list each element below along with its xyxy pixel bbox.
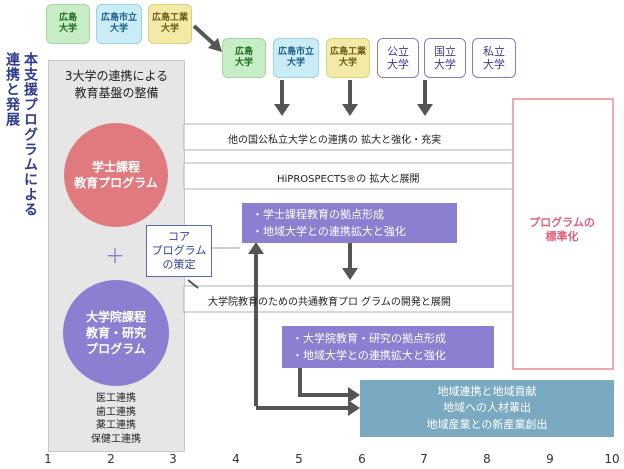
partner-chip-hiroshima-tech: 広島工業 大学 (326, 38, 370, 78)
chip-hiroshima-city-univ: 広島市立 大学 (96, 4, 142, 44)
axis-label-8: 8 (483, 452, 491, 466)
axis-label-10: 10 (604, 452, 620, 466)
partner-chip-hiroshima-city: 広島市立 大学 (273, 38, 319, 78)
banner-3-text: 大学院教育のための共通教育プロ グラムの開発と展開 (208, 297, 451, 308)
banner-1-text: 他の国公私立大学との連携の 拡大と強化・充実 (228, 135, 442, 146)
arrow-box2-to-regional (298, 368, 350, 397)
plus-sign: ＋ (105, 244, 125, 268)
undergrad-base-box: ・学士課程教育の拠点形成 ・地域大学との連携拡大と強化 (242, 203, 457, 243)
standardization-label: プログラムの 標準化 (529, 216, 595, 244)
banner-2-text: HiPROSPECTS®の 拡大と展開 (277, 174, 420, 185)
arrow-box2-to-regional-head (348, 387, 360, 403)
axis-label-4: 4 (232, 452, 240, 466)
partner-chip-hiroshima: 広島 大学 (222, 38, 266, 78)
collaboration-list: 医工連携 歯工連携 薬工連携 保健工連携 (91, 393, 141, 445)
arrow-box1-down-head (342, 268, 358, 280)
undergrad-program-circle: 学士課程 教育プログラム (64, 123, 168, 227)
grad-program-circle: 大学院課程 教育・研究 プログラム (63, 280, 169, 386)
partner-chip-private: 私立 大学 (472, 38, 516, 78)
arrow-down-2-head (342, 104, 358, 116)
vertical-title-sub: 連携と発展 (4, 52, 20, 127)
arrow-core-line (187, 279, 199, 289)
arrow-down-3-head (417, 104, 433, 116)
arrow-top-to-partners-head (208, 38, 222, 52)
chip-hiroshima-tech-univ: 広島工業 大学 (148, 4, 192, 44)
axis-label-5: 5 (295, 452, 303, 466)
axis-label-9: 9 (546, 452, 554, 466)
infrastructure-text: 3大学の連携による 教育基盤の整備 (64, 69, 169, 101)
axis-label-1: 1 (44, 452, 52, 466)
arrow-long-L-up-head (248, 242, 264, 254)
partner-chip-national: 国立 大学 (424, 38, 466, 78)
axis-label-2: 2 (107, 452, 115, 466)
arrow-down-1-head (274, 104, 290, 116)
core-program-box: コア プログラム の策定 (146, 225, 212, 277)
vertical-title-main: 本支援プログラムによる (22, 52, 38, 217)
axis-label-6: 6 (358, 452, 366, 466)
axis-label-7: 7 (420, 452, 428, 466)
partner-chip-public: 公立 大学 (377, 38, 419, 78)
axis-label-3: 3 (169, 452, 177, 466)
chip-hiroshima-univ: 広島 大学 (46, 4, 90, 44)
arrow-long-L-right-head (348, 400, 360, 416)
regional-contribution-box: 地域連携と地域貢献 地域への人材輩出 地域産業との新産業創出 (360, 380, 614, 437)
standardization-frame (512, 98, 614, 370)
arrow-top-to-partners (192, 24, 218, 48)
grad-base-box: ・大学院教育・研究の拠点形成 ・地域大学との連携拡大と強化 (282, 326, 494, 368)
